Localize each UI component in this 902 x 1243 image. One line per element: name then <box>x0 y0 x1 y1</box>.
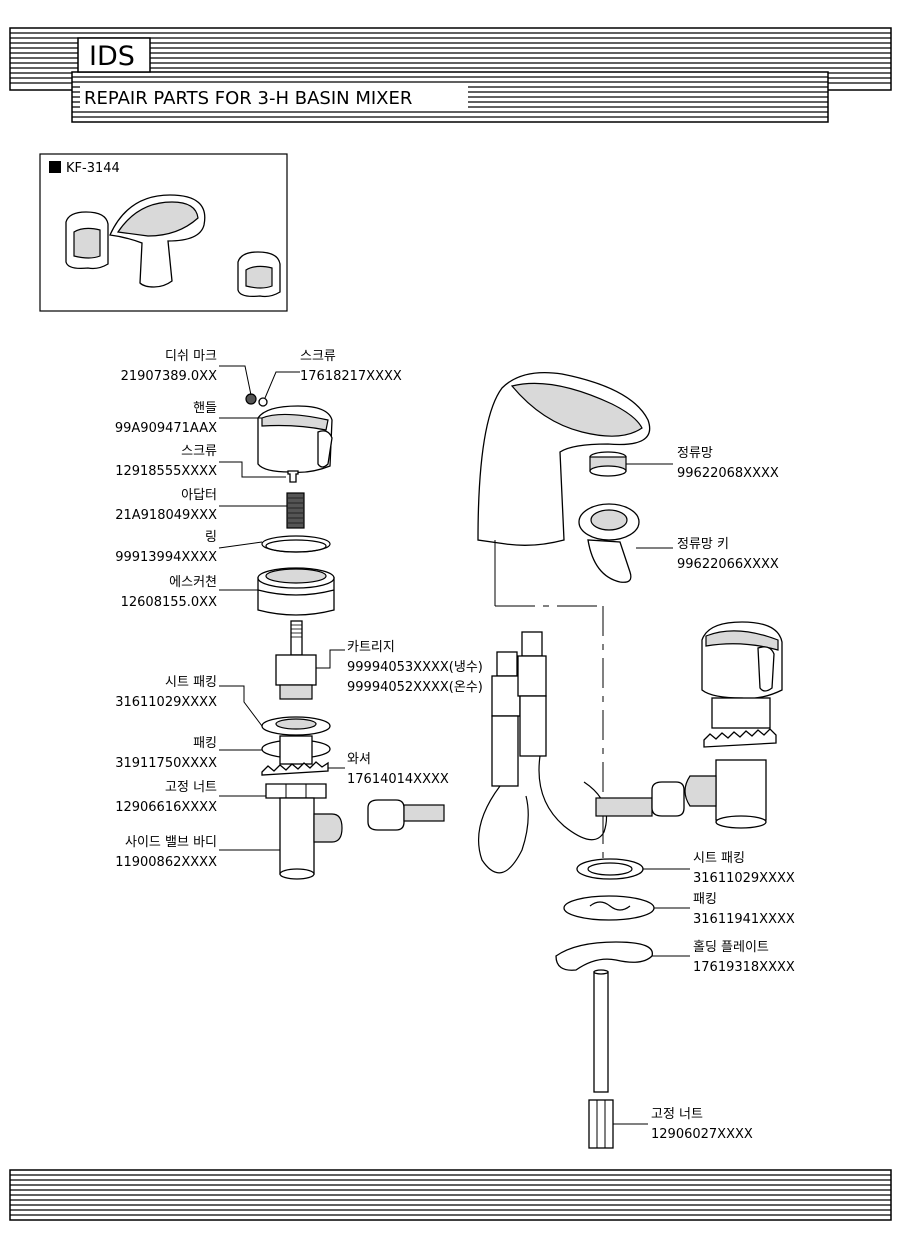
label-screw-top-name: 스크류 <box>300 349 336 364</box>
label-escutcheon-code: 12608155.0XX <box>121 595 217 610</box>
label-aerator-name: 정류망 <box>677 446 713 461</box>
label-aerator-key-code: 99622066XXXX <box>677 557 779 572</box>
side-valve-body-part <box>279 797 343 880</box>
holding-plate-part <box>555 941 653 971</box>
title-box <box>80 85 468 109</box>
hose-connector-right <box>595 781 685 817</box>
label-dish-mark-name: 디쉬 마크 <box>165 349 217 364</box>
label-ring-name: 링 <box>205 530 217 545</box>
label-seat-packing-right-name: 시트 패킹 <box>693 851 745 866</box>
label-cartridge-code-cold: 99994053XXXX(냉수) <box>347 660 483 675</box>
label-dish-mark-code: 21907389.0XX <box>121 369 217 384</box>
label-holding-plate-code: 17619318XXXX <box>693 960 795 975</box>
cartridge-left-part <box>275 620 317 700</box>
threaded-rod-part <box>593 969 609 1093</box>
label-fixing-nut-bottom-name: 고정 너트 <box>651 1107 703 1122</box>
label-seat-packing-left-name: 시트 패킹 <box>165 675 217 690</box>
label-adapter-name: 아답터 <box>181 488 217 503</box>
dish-mark-part <box>245 393 257 405</box>
aerator-key-part <box>578 503 640 583</box>
label-ring-code: 99913994XXXX <box>115 550 217 565</box>
label-packing-right-name: 패킹 <box>693 892 717 907</box>
seat-packing-right-part <box>576 858 644 880</box>
fixing-nut-left-part <box>265 783 327 799</box>
label-washer-code: 17614014XXXX <box>347 772 449 787</box>
hose-connector-left <box>367 799 445 831</box>
label-side-valve-body-name: 사이드 밸브 바디 <box>125 835 217 850</box>
label-screw-top-code: 17618217XXXX <box>300 369 402 384</box>
label-fixing-nut-left-code: 12906616XXXX <box>115 800 217 815</box>
label-seat-packing-right-code: 31611029XXXX <box>693 871 795 886</box>
label-packing-left-name: 패킹 <box>193 736 217 751</box>
screw-handle-part <box>287 470 299 483</box>
escutcheon-part <box>257 567 335 616</box>
label-escutcheon-name: 에스커쳔 <box>169 575 217 590</box>
aerator-part <box>589 451 627 477</box>
spout-assembly <box>477 371 651 860</box>
brand-box <box>77 37 151 73</box>
label-aerator-key-name: 정류망 키 <box>677 537 729 552</box>
screw-top-part <box>258 397 268 407</box>
label-aerator-code: 99622068XXXX <box>677 466 779 481</box>
label-cartridge-name: 카트리지 <box>347 640 395 655</box>
page-title: REPAIR PARTS FOR 3-H BASIN MIXER <box>84 88 412 109</box>
label-side-valve-body-code: 11900862XXXX <box>115 855 217 870</box>
model-code: KF-3144 <box>66 161 120 176</box>
label-handle-code: 99A909471AAX <box>115 421 217 436</box>
label-adapter-code: 21A918049XXX <box>115 508 217 523</box>
right-valve-assembly <box>684 621 783 829</box>
brand-label: IDS <box>89 41 135 72</box>
label-seat-packing-left-code: 31611029XXXX <box>115 695 217 710</box>
faucet-set-illustration <box>65 194 281 298</box>
label-screw-handle-name: 스크류 <box>181 444 217 459</box>
part-labels: 디쉬 마크 21907389.0XX 스크류 17618217XXXX 핸들 9… <box>115 349 795 1142</box>
model-marker-icon <box>49 161 61 173</box>
label-cartridge-code-hot: 99994052XXXX(온수) <box>347 680 483 695</box>
label-screw-handle-code: 12918555XXXX <box>115 464 217 479</box>
leader-lines <box>218 365 690 1125</box>
label-fixing-nut-bottom-code: 12906027XXXX <box>651 1127 753 1142</box>
label-holding-plate-name: 홀딩 플레이트 <box>693 940 769 955</box>
left-valve-assembly <box>245 393 343 880</box>
adapter-part <box>286 492 305 529</box>
fixing-nut-bottom-part <box>588 1099 614 1149</box>
label-washer-name: 와셔 <box>347 752 371 767</box>
hose-assembly <box>367 631 685 874</box>
footer-stripes <box>9 1169 892 1221</box>
label-packing-left-code: 31911750XXXX <box>115 756 217 771</box>
model-box: KF-3144 <box>39 153 288 312</box>
label-handle-name: 핸들 <box>193 400 217 416</box>
packing-right-part <box>563 895 655 921</box>
label-fixing-nut-left-name: 고정 너트 <box>165 780 217 795</box>
label-packing-right-code: 31611941XXXX <box>693 912 795 927</box>
